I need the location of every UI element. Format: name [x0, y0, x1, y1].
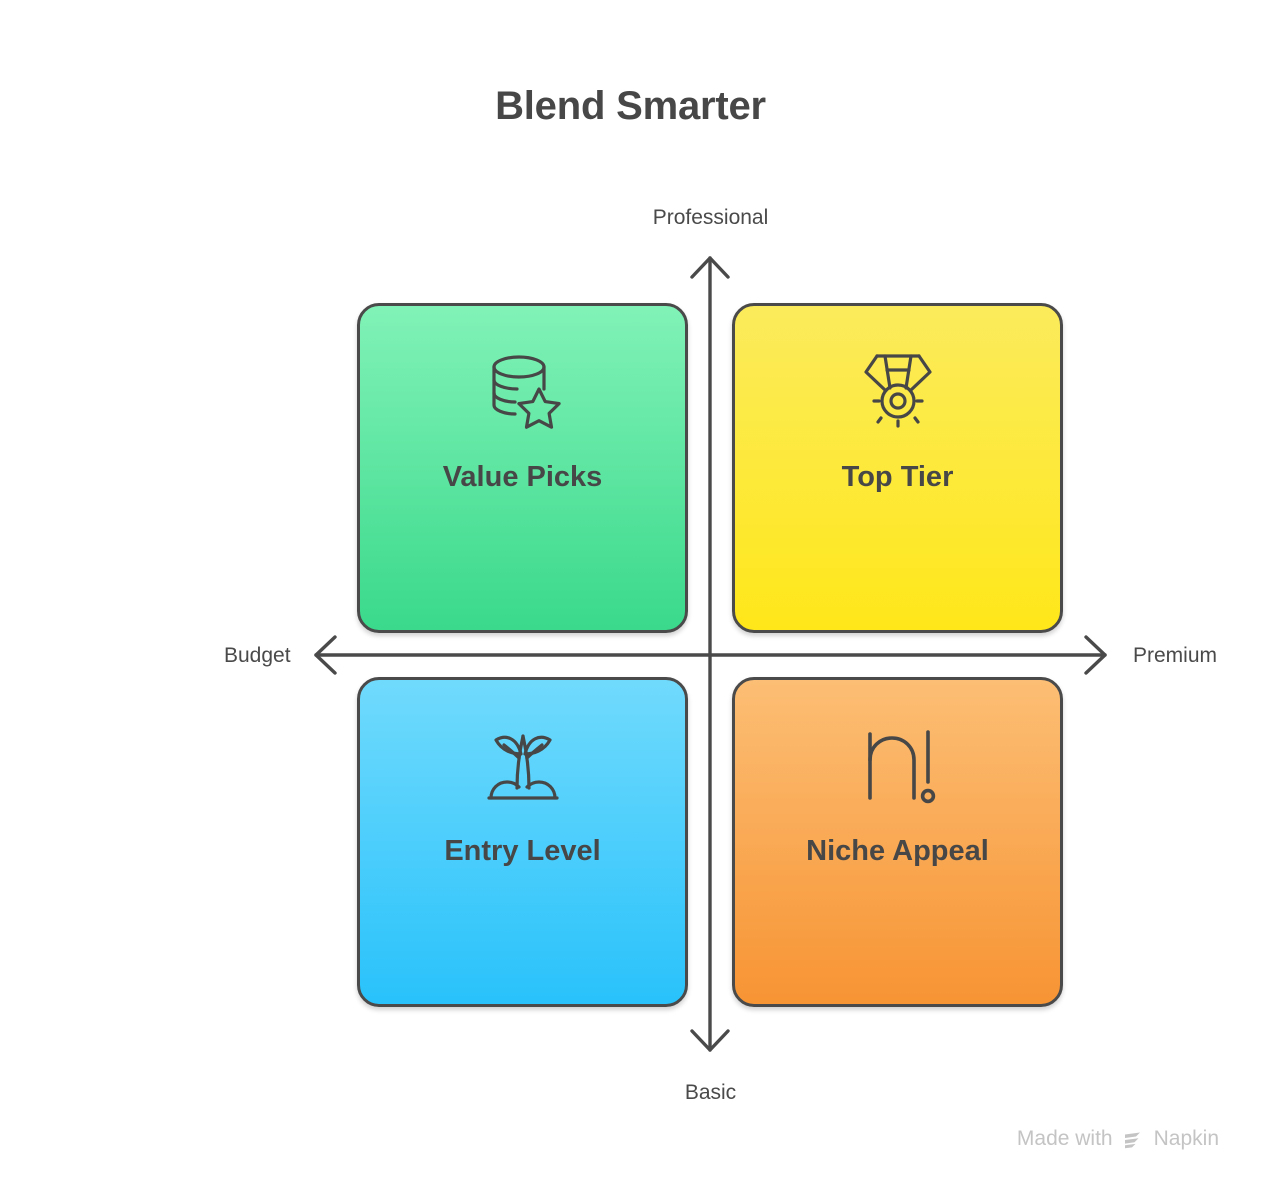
down-arrowhead — [690, 1029, 730, 1052]
up-arrowhead — [690, 256, 730, 279]
medal-icon — [852, 342, 944, 438]
quadrant-label-top-left: Value Picks — [442, 461, 603, 493]
quadrant-card-bottom-right[interactable]: Niche Appeal — [732, 677, 1063, 1007]
watermark-prefix: Made with — [1016, 1127, 1113, 1150]
napkin-logo-icon — [1122, 1128, 1145, 1151]
axis-label-top: Professional — [652, 206, 769, 229]
left-arrowhead — [314, 635, 337, 675]
page-title: Blend Smarter — [495, 84, 766, 128]
n-exclamation-icon — [852, 716, 944, 812]
quadrant-label-bottom-left: Entry Level — [444, 835, 601, 867]
quadrant-card-top-right[interactable]: Top Tier — [732, 303, 1063, 633]
quadrant-card-bottom-left[interactable]: Entry Level — [357, 677, 688, 1007]
quadrant-card-top-left[interactable]: Value Picks — [357, 303, 688, 633]
axis-label-bottom: Basic — [684, 1081, 737, 1104]
database-star-icon — [477, 342, 569, 438]
axis-label-left: Budget — [224, 644, 291, 667]
quadrant-label-top-right: Top Tier — [841, 461, 954, 493]
napkin-watermark: Made with Napkin — [1017, 1127, 1219, 1151]
sprout-icon — [477, 716, 569, 812]
quadrant-label-bottom-right: Niche Appeal — [806, 835, 989, 867]
right-arrowhead — [1084, 635, 1107, 675]
watermark-brand: Napkin — [1153, 1127, 1219, 1150]
axis-label-right: Premium — [1133, 644, 1218, 667]
